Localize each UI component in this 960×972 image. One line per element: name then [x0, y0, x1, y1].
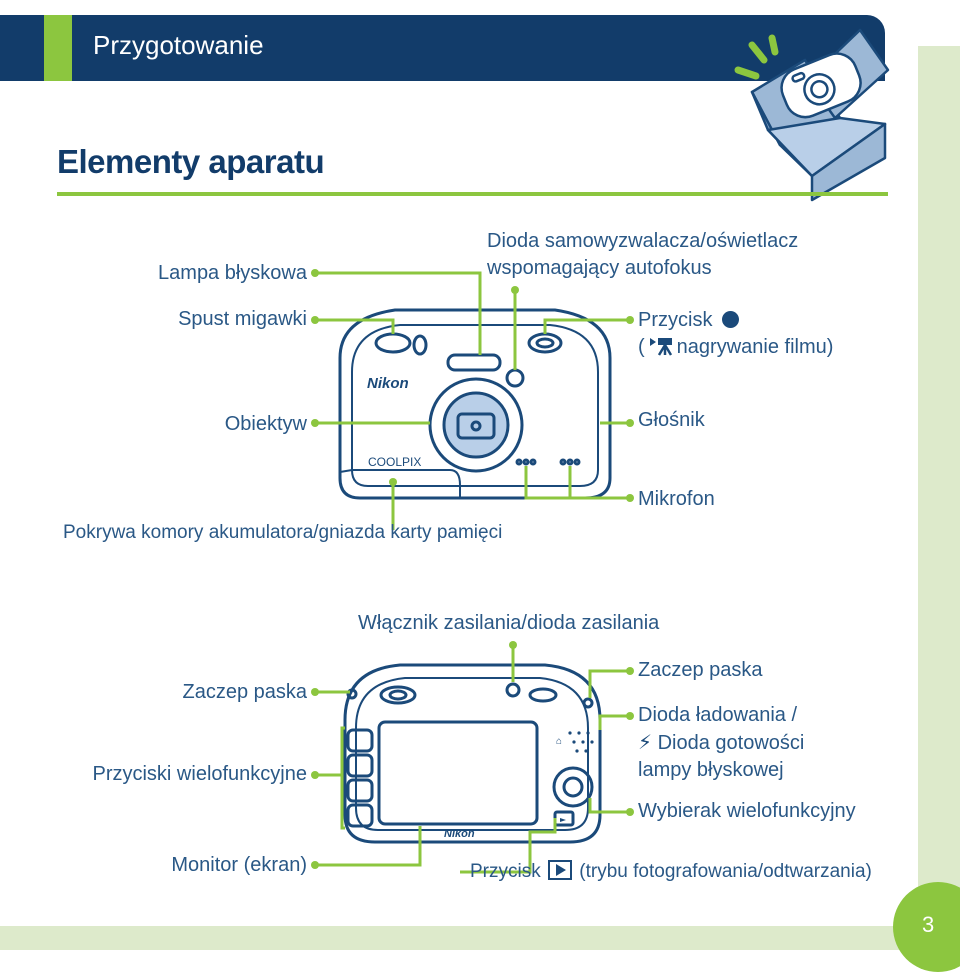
- camera-front-diagram: Nikon COOLPIX: [311, 269, 634, 530]
- movie-camera-icon: [648, 336, 674, 362]
- header-accent: [44, 15, 72, 81]
- camera-front-body: [338, 308, 612, 500]
- power-switch: [505, 682, 521, 698]
- playback-icon: [548, 860, 573, 887]
- label-charge-lamp-line1: Dioda ładowania /: [638, 704, 797, 726]
- title-rule: [57, 192, 888, 196]
- label-self-timer-line1: Dioda samowyzwalacza/oświetlacz: [487, 230, 799, 252]
- label-battery-cover: Pokrywa komory akumulatora/gniazda karty…: [63, 522, 503, 543]
- label-charge-lamp-line2: ⚡ Dioda gotowości: [638, 731, 804, 755]
- section-title: Elementy aparatu: [57, 143, 325, 180]
- multi-function-button-4: [346, 803, 374, 828]
- multi-selector: [552, 766, 594, 808]
- label-movie-button-text2: nagrywanie filmu): [676, 336, 834, 358]
- right-margin-strip: [918, 46, 960, 950]
- label-charge-lamp-line3: lampy błyskowej: [638, 759, 784, 781]
- label-multi-selector: Wybierak wielofunkcyjny: [638, 800, 856, 822]
- bottom-margin-strip: [0, 926, 960, 950]
- lens: [456, 412, 496, 440]
- camera-back-diagram: ⌂ Nikon: [311, 641, 634, 874]
- label-microphone: Mikrofon: [638, 488, 715, 510]
- label-movie-button-line2: (nagrywanie filmu): [638, 335, 833, 362]
- label-shutter-release: Spust migawki: [178, 308, 307, 330]
- label-speaker: Głośnik: [638, 409, 705, 431]
- af-illuminator: [446, 353, 502, 372]
- multi-function-button-1: [346, 728, 374, 753]
- record-dot-icon: [722, 311, 740, 328]
- monitor-screen: [377, 720, 539, 826]
- back-shutter-button: [379, 685, 417, 705]
- label-power-switch: Włącznik zasilania/dioda zasilania: [358, 612, 660, 634]
- page-number: 3: [922, 912, 935, 937]
- label-flash-lamp: Lampa błyskowa: [158, 262, 307, 284]
- label-playback-suffix: (trybu fotografowania/odtwarzania): [579, 861, 872, 882]
- front-model-logo: COOLPIX: [368, 455, 421, 469]
- label-strap-eyelet-left: Zaczep paska: [182, 681, 307, 703]
- label-strap-eyelet-right: Zaczep paska: [638, 659, 763, 681]
- playback-button: [553, 810, 575, 827]
- label-movie-button-text: Przycisk: [638, 309, 713, 331]
- svg-text:⌂: ⌂: [556, 736, 562, 747]
- back-brand-logo: Nikon: [444, 828, 475, 840]
- header-title: Przygotowanie: [93, 30, 264, 60]
- label-playback-prefix: Przycisk: [470, 861, 541, 882]
- flash-bolt-icon: ⚡: [638, 732, 653, 754]
- label-movie-button-line1: Przycisk: [638, 308, 740, 332]
- label-monitor: Monitor (ekran): [171, 854, 307, 876]
- label-lens: Obiektyw: [224, 413, 307, 435]
- label-playback-button: Przycisk (trybu fotografowania/odtwarzan…: [470, 860, 872, 887]
- multi-function-button-3: [346, 778, 374, 803]
- label-charge-lamp-text2: Dioda gotowości: [657, 732, 805, 754]
- front-brand-logo: Nikon: [367, 375, 409, 392]
- multi-function-button-2: [346, 753, 374, 778]
- label-multi-function-buttons: Przyciski wielofunkcyjne: [92, 763, 307, 785]
- label-self-timer-line2: wspomagający autofokus: [487, 257, 712, 279]
